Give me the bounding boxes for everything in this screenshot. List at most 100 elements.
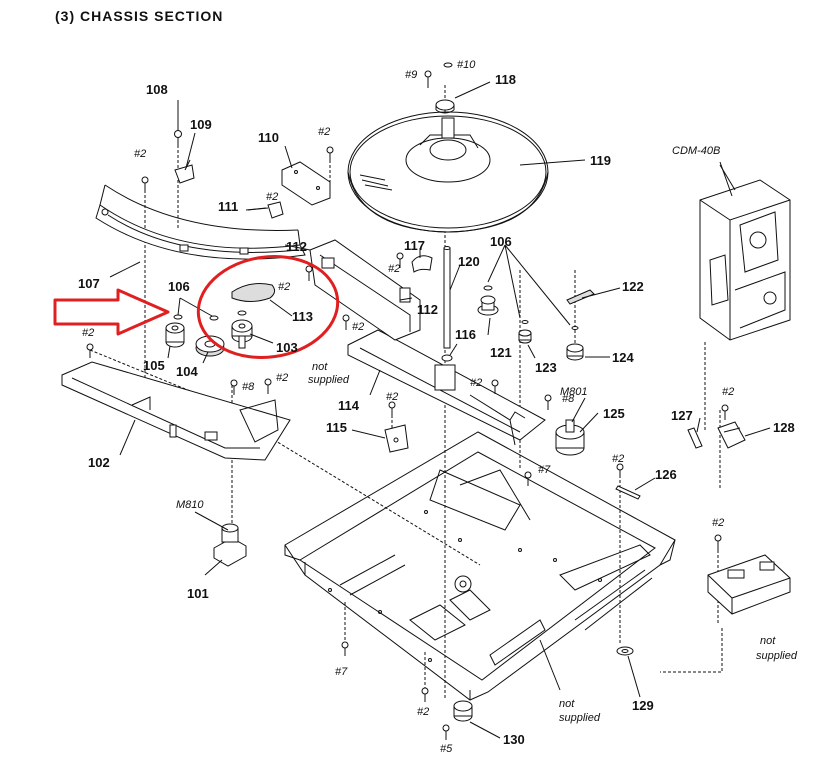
cdm-40b-assembly (699, 164, 791, 341)
label-104: 104 (176, 364, 198, 379)
label-126: 126 (655, 467, 677, 482)
svg-text:#2: #2 (276, 372, 288, 384)
callout-lines (109, 81, 771, 739)
svg-text:#8: #8 (562, 393, 575, 405)
svg-text:supplied: supplied (308, 374, 350, 386)
label-105: 105 (143, 358, 165, 373)
gear-121 (477, 285, 499, 316)
highlight-arrow (53, 288, 170, 336)
tray-arc-107 (95, 184, 306, 260)
part-116 (441, 354, 453, 362)
svg-text:#2: #2 (266, 191, 278, 203)
svg-text:#2: #2 (278, 281, 290, 293)
screw-labels: #2 #2 #2 #2 #2 #2 #2 #2 #2 #2 #2 #2 #2 #… (82, 59, 734, 755)
svg-text:#9: #9 (405, 69, 417, 81)
part-117 (411, 255, 433, 273)
label-121: 121 (490, 345, 512, 360)
part-109 (174, 159, 195, 184)
gear-123 (518, 320, 532, 344)
svg-text:#2: #2 (722, 386, 734, 398)
part-128 (717, 421, 746, 449)
washer-106-left (173, 314, 219, 321)
part-118 (435, 99, 455, 114)
label-106-left: 106 (168, 279, 190, 294)
gear-124 (566, 326, 584, 361)
rail-114 (347, 329, 546, 446)
label-118: 118 (495, 72, 516, 87)
motor-m810 (213, 523, 247, 567)
motor-labels: M801 M810 CDM-40B (176, 145, 720, 511)
svg-text:#2: #2 (388, 263, 400, 275)
motor-m801 (555, 419, 585, 456)
label-123: 123 (535, 360, 557, 375)
label-124: 124 (612, 350, 634, 365)
label-125: 125 (603, 406, 625, 421)
svg-text:#7: #7 (538, 464, 551, 476)
label-127: 127 (671, 408, 693, 423)
label-101: 101 (187, 586, 209, 601)
label-128: 128 (773, 420, 795, 435)
label-114: 114 (338, 398, 360, 413)
label-cdm-40b: CDM-40B (672, 145, 720, 157)
screw-108 (174, 130, 182, 148)
part-122 (566, 289, 595, 305)
svg-text:#2: #2 (386, 391, 398, 403)
svg-text:not: not (559, 698, 575, 710)
screw-9 (424, 70, 432, 88)
belt-113 (231, 283, 276, 302)
part-115 (384, 424, 409, 453)
part-labels: 101 102 103 104 105 106 106 107 108 109 … (78, 72, 795, 747)
shaft-120 (443, 246, 451, 349)
svg-text:#2: #2 (712, 517, 724, 529)
label-120: 120 (458, 254, 480, 269)
washer-10 (443, 62, 453, 68)
svg-text:#2: #2 (612, 453, 624, 465)
svg-text:#5: #5 (440, 743, 453, 755)
label-102: 102 (88, 455, 110, 470)
turntable-119 (347, 111, 549, 233)
label-130: 130 (503, 732, 525, 747)
foot-130 (453, 700, 473, 722)
svg-text:#10: #10 (457, 59, 476, 71)
svg-text:supplied: supplied (559, 712, 601, 724)
label-m801: M801 (560, 386, 588, 398)
label-103: 103 (276, 340, 298, 355)
bracket-not-supplied (707, 554, 791, 615)
bracket-112 (309, 239, 421, 341)
svg-text:#2: #2 (318, 126, 330, 138)
svg-text:#2: #2 (470, 377, 482, 389)
svg-text:#7: #7 (335, 666, 348, 678)
svg-text:#8: #8 (242, 381, 255, 393)
svg-text:#2: #2 (82, 327, 94, 339)
part-111 (247, 201, 284, 219)
pulley-103 (231, 310, 253, 349)
base-102 (61, 361, 291, 461)
label-107: 107 (78, 276, 100, 291)
svg-text:supplied: supplied (756, 650, 798, 662)
part-110 (281, 161, 331, 206)
label-113: 113 (292, 309, 313, 324)
not-supplied-labels: not supplied not supplied not supplied (308, 361, 798, 724)
label-108: 108 (146, 82, 168, 97)
svg-text:#2: #2 (352, 321, 364, 333)
svg-text:not: not (760, 635, 776, 647)
gear-105 (165, 322, 185, 348)
label-122: 122 (622, 279, 644, 294)
washer-129 (616, 646, 634, 656)
label-119: 119 (590, 153, 611, 168)
label-112-right: 112 (417, 302, 438, 317)
svg-text:#2: #2 (134, 148, 146, 160)
svg-text:#2: #2 (417, 706, 429, 718)
section-title: (3) CHASSIS SECTION (55, 8, 224, 24)
label-117: 117 (404, 238, 425, 253)
label-111: 111 (218, 199, 238, 214)
label-110: 110 (258, 130, 279, 145)
label-109: 109 (190, 117, 212, 132)
label-112-left: 112 (286, 239, 307, 254)
screws (86, 130, 729, 740)
svg-text:not: not (312, 361, 328, 373)
label-115: 115 (326, 420, 347, 435)
label-m810: M810 (176, 499, 204, 511)
label-106-right: 106 (490, 234, 512, 249)
